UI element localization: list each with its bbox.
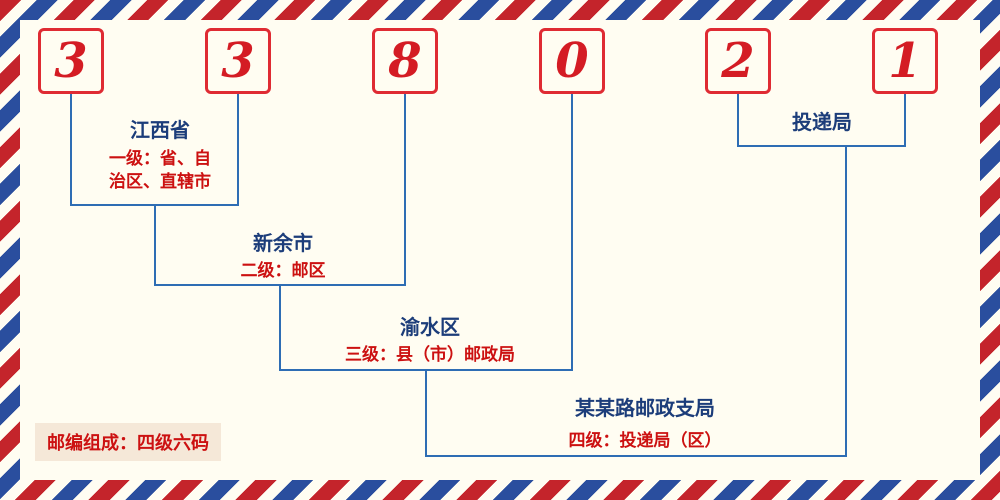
level4-desc: 四级：投递局（区） (568, 431, 722, 451)
delivery-bureau-label: 投递局 (792, 110, 852, 134)
digit-box-6: 1 (872, 28, 938, 94)
level1-desc-line2: 治区、直辖市 (109, 172, 211, 192)
level4-branch-name: 某某路邮政支局 (575, 396, 715, 420)
digit-box-4: 0 (539, 28, 605, 94)
digit-4: 0 (555, 33, 589, 89)
level2-city-name: 新余市 (253, 231, 313, 255)
connector-l3-left (279, 284, 281, 371)
digit-5: 2 (721, 33, 755, 89)
connector-delivery-bottom (737, 145, 906, 147)
connector-l4-bottom (425, 455, 847, 457)
connector-l4-right (845, 145, 847, 457)
level3-desc: 三级：县（市）邮政局 (345, 345, 515, 365)
digit-1: 3 (54, 33, 88, 89)
digit-box-3: 8 (372, 28, 438, 94)
connector-l1-left (70, 94, 72, 206)
connector-delivery-right (904, 94, 906, 147)
level2-desc: 二级：邮区 (240, 261, 326, 281)
digit-box-5: 2 (705, 28, 771, 94)
digit-box-2: 3 (205, 28, 271, 94)
connector-l2-right (404, 94, 406, 286)
composition-note: 邮编组成：四级六码 (35, 423, 221, 461)
connector-l4-left (425, 369, 427, 457)
diagram-background (20, 20, 980, 480)
digit-box-1: 3 (38, 28, 104, 94)
level1-region-name: 江西省 (130, 118, 190, 142)
connector-l2-left (154, 204, 156, 286)
digit-3: 8 (388, 33, 422, 89)
connector-delivery-left (737, 94, 739, 147)
digit-2: 3 (221, 33, 255, 89)
connector-l3-right (571, 94, 573, 371)
level1-desc-line1: 一级：省、自 (109, 149, 211, 169)
connector-l1-right (237, 94, 239, 206)
digit-6: 1 (888, 33, 922, 89)
level3-district-name: 渝水区 (400, 315, 460, 339)
